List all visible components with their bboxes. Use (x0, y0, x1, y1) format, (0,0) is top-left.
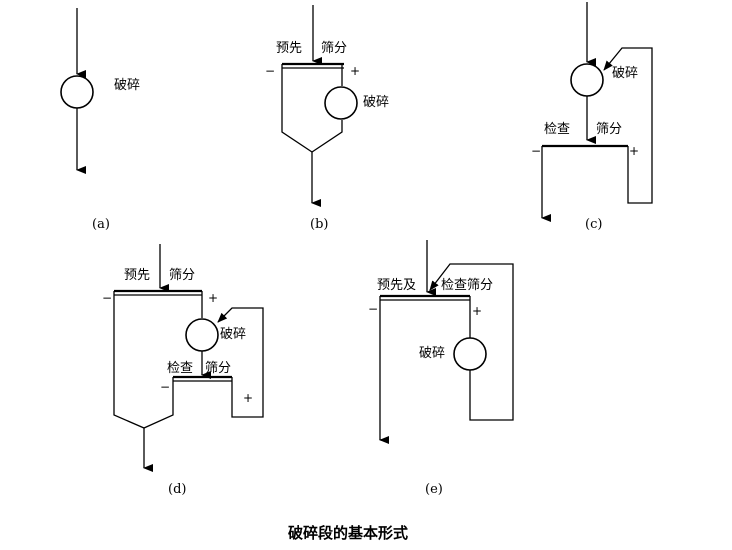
caption-d: (d) (168, 482, 186, 497)
pre-screen-label: 预先 (124, 268, 150, 283)
screen-label-2: 筛分 (205, 361, 231, 376)
caption-c: (c) (585, 217, 602, 232)
figure-title: 破碎段的基本形式 (288, 524, 408, 542)
minus-sign-1: − (102, 291, 112, 305)
crusher-d-label: 破碎 (220, 327, 246, 342)
caption-a: (a) (92, 217, 110, 232)
screen-label: 筛分 (321, 41, 347, 56)
screen-label: 筛分 (596, 122, 622, 137)
crusher-a-label: 破碎 (114, 78, 140, 93)
check-label: 检查 (544, 122, 570, 137)
minus-sign: − (531, 144, 541, 158)
crusher-e (453, 337, 487, 371)
crusher-b-label: 破碎 (363, 95, 389, 110)
plus-sign-2: + (243, 391, 253, 405)
crusher-e-label: 破碎 (419, 346, 445, 361)
crusher-a (60, 75, 94, 109)
diagram-d: 预先 筛分 − + 破碎 检查 筛分 − + (d) (102, 244, 264, 497)
minus-sign: − (368, 302, 378, 316)
plus-sign: + (350, 64, 360, 78)
recycle-loop (217, 307, 264, 418)
diagram-e: 预先及 检查筛分 − + 破碎 (e) (368, 240, 514, 497)
diagram-c: 破碎 检查 筛分 − + (c) (531, 2, 653, 232)
plus-sign: + (472, 304, 482, 318)
minus-sign-2: − (160, 380, 170, 394)
screen-label: 筛分 (169, 268, 195, 283)
caption-b: (b) (310, 217, 328, 232)
pre-and-check-label: 预先及 (377, 278, 416, 293)
caption-e: (e) (425, 482, 443, 497)
recycle-loop (603, 47, 653, 204)
pre-screen-label: 预先 (276, 41, 302, 56)
plus-sign: + (629, 144, 639, 158)
crusher-b (324, 86, 358, 120)
diagram-a: 破碎 (a) (60, 8, 140, 232)
crusher-c (570, 63, 604, 97)
crusher-d (185, 318, 219, 352)
check-label: 检查 (167, 361, 193, 376)
plus-sign-1: + (208, 291, 218, 305)
hopper-outline (113, 291, 174, 429)
check-screen-label: 检查筛分 (441, 278, 493, 293)
minus-sign: − (265, 64, 275, 78)
recycle-loop (429, 263, 514, 421)
diagram-b: 预先 筛分 − + 破碎 (b) (265, 5, 389, 232)
crusher-c-label: 破碎 (612, 66, 638, 81)
